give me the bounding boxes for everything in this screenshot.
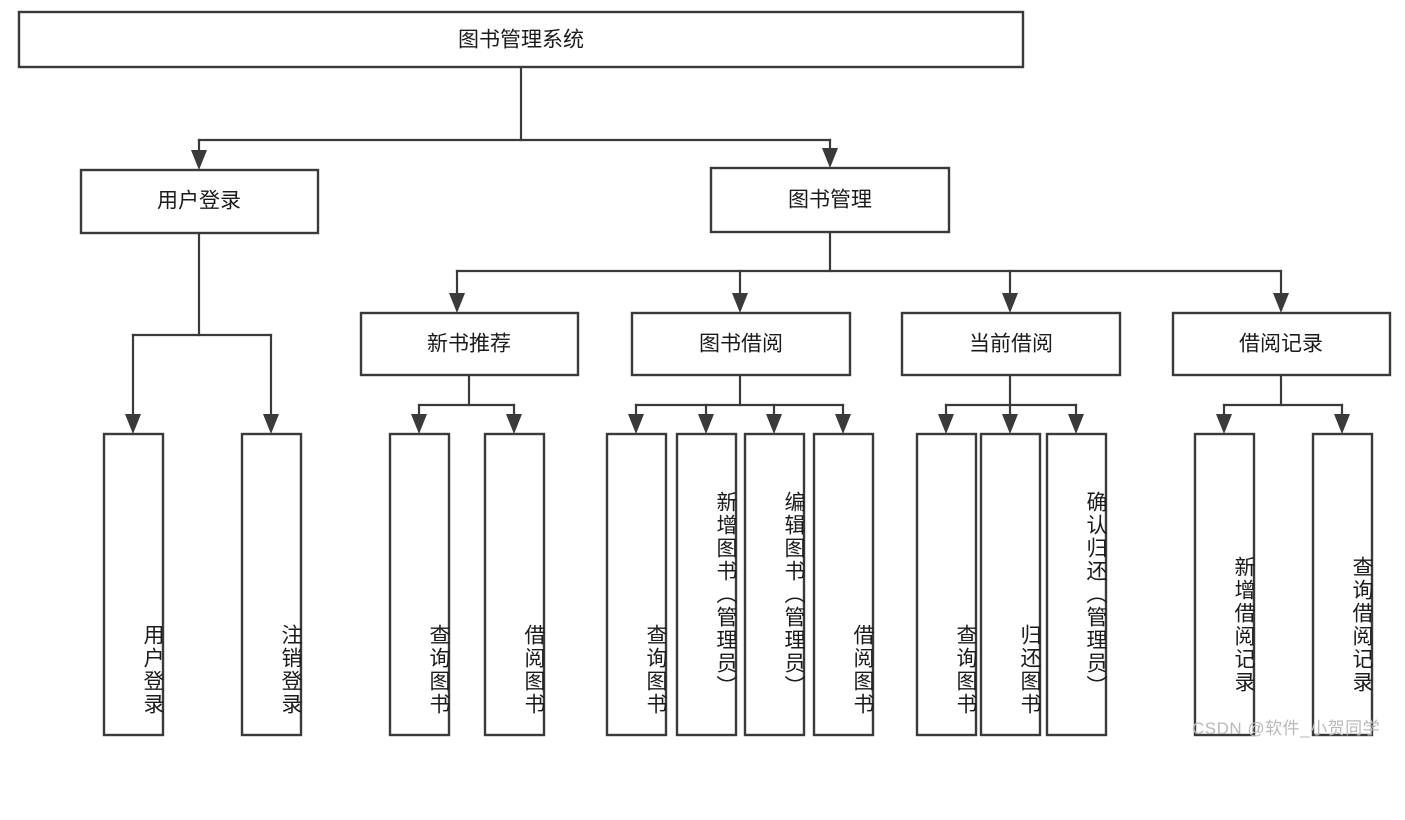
leaf-box-query-book-borrow[interactable] — [605, 432, 668, 737]
node-borrow-record-label: 借阅记录 — [1239, 333, 1323, 356]
node-current-borrow-label: 当前借阅 — [969, 333, 1053, 356]
arrowhead-leaf-return-book — [1002, 414, 1018, 434]
arrowhead-leaf-confirm-return — [1068, 414, 1084, 434]
node-book-manage[interactable]: 图书管理 — [709, 166, 951, 234]
arrowhead-leaf-query-record — [1334, 414, 1350, 434]
arrowhead-borrow — [732, 293, 748, 313]
node-borrow-record[interactable]: 借阅记录 — [1171, 311, 1392, 377]
arrowhead-leaf-query-borrow — [628, 414, 644, 434]
node-root-label: 图书管理系统 — [458, 29, 584, 52]
node-new-book-recommend-label: 新书推荐 — [427, 333, 511, 356]
leaf-box-logout[interactable] — [240, 432, 303, 737]
node-new-book-recommend-box[interactable] — [359, 311, 580, 377]
node-book-manage-label: 图书管理 — [788, 189, 872, 212]
leaf-box-confirm-return-admin[interactable] — [1045, 432, 1108, 737]
arrowhead-user-login — [191, 150, 207, 170]
leaf-box-user-login[interactable] — [102, 432, 165, 737]
csdn-watermark: CSDN @软件_小贺同学 — [1192, 719, 1381, 738]
node-book-manage-box[interactable] — [709, 166, 951, 234]
node-user-login-label: 用户登录 — [157, 190, 241, 213]
leaf-box-query-book-recommend[interactable] — [388, 432, 451, 737]
node-borrow-record-box[interactable] — [1171, 311, 1392, 377]
arrowhead-current — [1002, 293, 1018, 313]
leaf-box-group — [102, 432, 1374, 737]
leaf-box-query-book-current[interactable] — [915, 432, 978, 737]
leaf-box-query-borrow-record[interactable] — [1311, 432, 1374, 737]
arrowhead-record — [1273, 293, 1289, 313]
arrowhead-leaf-add-record — [1216, 414, 1232, 434]
node-book-borrow-label: 图书借阅 — [699, 333, 783, 356]
arrowhead-leaf-borrow-book — [835, 414, 851, 434]
node-user-login[interactable]: 用户登录 — [79, 168, 320, 235]
node-current-borrow[interactable]: 当前借阅 — [900, 311, 1122, 377]
node-new-book-recommend[interactable]: 新书推荐 — [359, 311, 580, 377]
leaf-box-add-book-admin[interactable] — [675, 432, 738, 737]
arrowhead-leaf-edit-book — [766, 414, 782, 434]
arrowhead-leaf-query-recommend — [411, 414, 427, 434]
node-book-borrow[interactable]: 图书借阅 — [630, 311, 852, 377]
diagram-canvas: 图书管理系统 用户登录 图书管理 新书推荐 图书借阅 当前借阅 借阅记录 — [17, 10, 1392, 738]
arrowhead-leaf-user-login — [125, 414, 141, 434]
arrowhead-leaf-add-book — [698, 414, 714, 434]
leaf-box-return-book[interactable] — [979, 432, 1042, 737]
arrowhead-book-manage — [822, 148, 838, 168]
arrowhead-recommend — [449, 293, 465, 313]
arrowhead-leaf-logout — [263, 414, 279, 434]
node-user-login-box[interactable] — [79, 168, 320, 235]
arrowhead-leaf-query-current — [938, 414, 954, 434]
node-book-borrow-box[interactable] — [630, 311, 852, 377]
leaf-box-add-borrow-record[interactable] — [1193, 432, 1256, 737]
leaf-box-edit-book-admin[interactable] — [743, 432, 806, 737]
node-root-box[interactable] — [17, 10, 1025, 69]
arrowhead-group — [125, 148, 1350, 434]
node-root[interactable]: 图书管理系统 — [17, 10, 1025, 69]
node-current-borrow-box[interactable] — [900, 311, 1122, 377]
arrowhead-leaf-borrow-recommend — [506, 414, 522, 434]
diagram-svg: 图书管理系统 用户登录 图书管理 新书推荐 图书借阅 当前借阅 借阅记录 — [17, 10, 1392, 737]
leaf-box-borrow-book[interactable] — [812, 432, 875, 737]
leaf-box-borrow-book-recommend[interactable] — [483, 432, 546, 737]
